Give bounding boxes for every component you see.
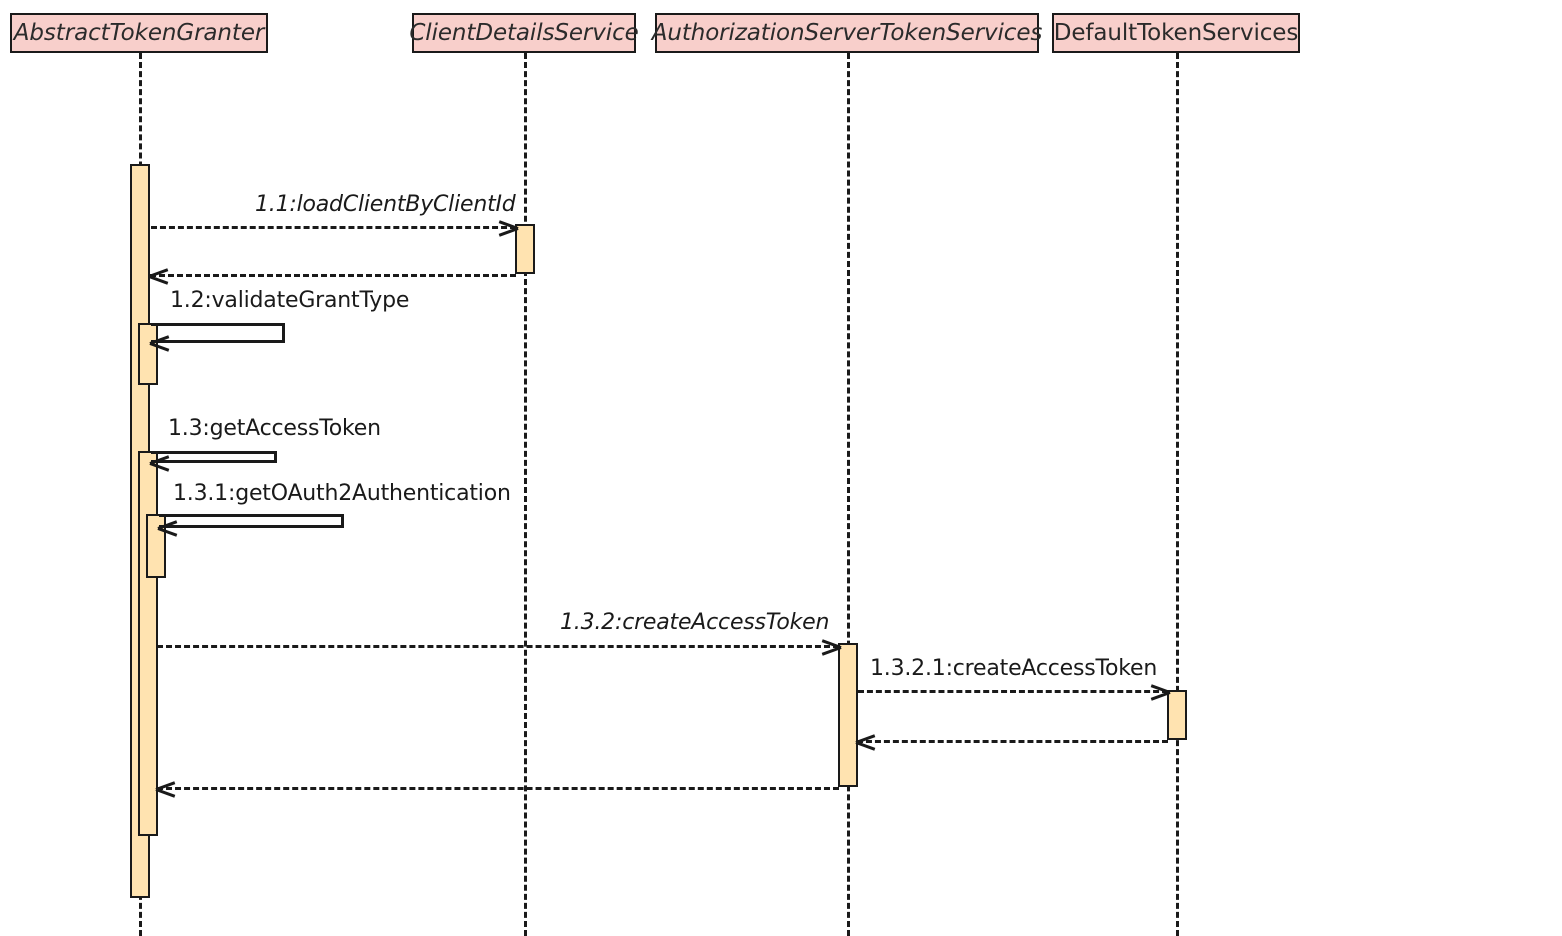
message-selfcall-bracket-1-2 — [151, 323, 285, 343]
participant-label: ClientDetailsService — [409, 20, 639, 46]
message-label-1-3-1: 1.3.1:getOAuth2Authentication — [173, 481, 511, 506]
participant-authorization-server-token-services[interactable]: AuthorizationServerTokenServices — [652, 13, 1042, 53]
activation-bar-validate-grant-type — [138, 323, 158, 385]
message-arrow-1-3-2 — [157, 645, 839, 648]
message-return-arrow-1-3-2 — [157, 787, 839, 790]
message-label-1-2: 1.2:validateGrantType — [170, 288, 410, 313]
activation-bar-authorization-server-token-services — [838, 643, 858, 787]
participant-label: AbstractTokenGranter — [13, 20, 265, 46]
activation-bar-get-access-token — [138, 451, 158, 836]
activation-bar-default-token-services — [1167, 690, 1187, 740]
participant-default-token-services[interactable]: DefaultTokenServices — [1052, 13, 1300, 53]
message-arrow-1-3-2-1 — [858, 690, 1168, 693]
lifeline-authorization-server-token-services — [847, 53, 850, 936]
participant-client-details-service[interactable]: ClientDetailsService — [409, 13, 639, 53]
lifeline-default-token-services — [1176, 53, 1179, 936]
message-label-1-3-2-1: 1.3.2.1:createAccessToken — [870, 656, 1158, 681]
participant-label: AuthorizationServerTokenServices — [651, 20, 1043, 46]
message-selfcall-bracket-1-3-1 — [159, 514, 344, 528]
message-selfcall-bracket-1-3 — [151, 451, 277, 463]
participant-label: DefaultTokenServices — [1053, 20, 1299, 46]
message-return-arrow-1-1 — [150, 274, 516, 277]
message-label-1-1: 1.1:loadClientByClientId — [255, 192, 516, 217]
message-label-1-3: 1.3:getAccessToken — [168, 416, 381, 441]
message-label-1-3-2: 1.3.2:createAccessToken — [560, 610, 830, 635]
message-arrow-1-1 — [151, 226, 516, 229]
message-return-arrow-1-3-2-1 — [857, 740, 1168, 743]
lifeline-client-details-service — [524, 53, 527, 936]
activation-bar-client-details-service — [515, 224, 535, 274]
participant-abstract-token-granter[interactable]: AbstractTokenGranter — [10, 13, 268, 53]
